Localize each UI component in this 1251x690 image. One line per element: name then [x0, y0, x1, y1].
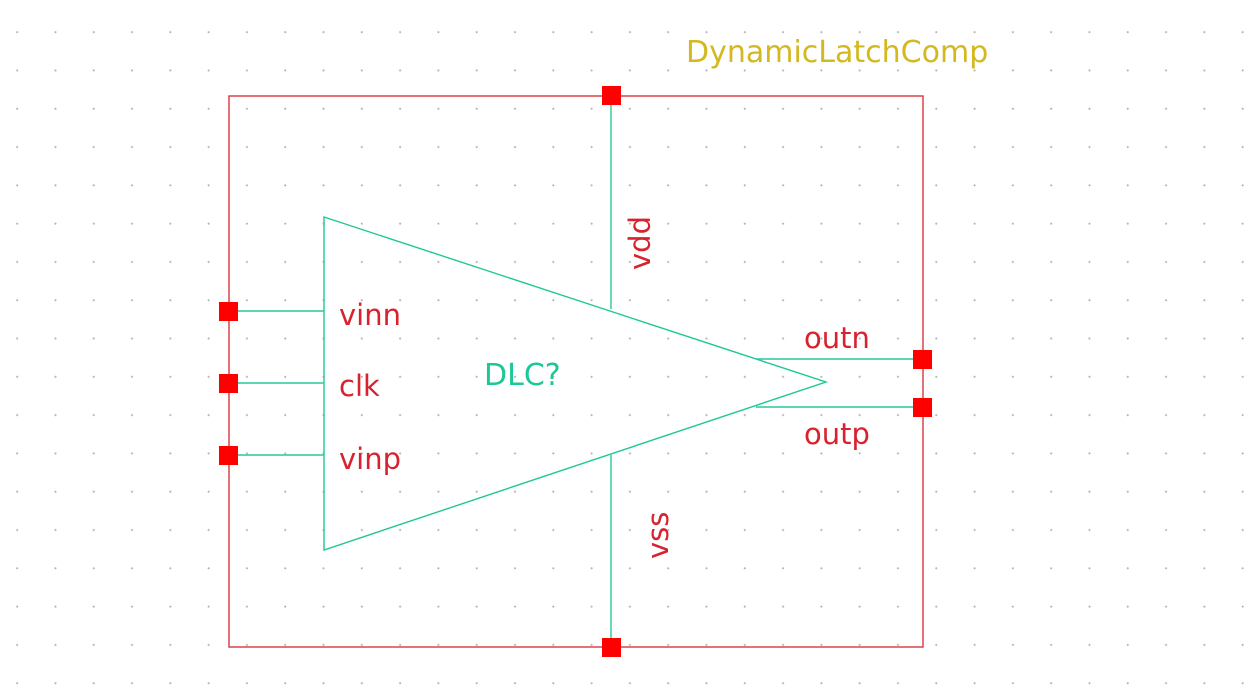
pin-marker-clk[interactable] — [219, 374, 238, 393]
pin-label-vdd: vdd — [623, 216, 657, 270]
pin-label-clk: clk — [339, 369, 380, 403]
pin-label-outn: outn — [804, 321, 870, 355]
comparator-triangle — [323, 216, 829, 551]
pin-marker-vss[interactable] — [602, 638, 621, 657]
pin-marker-vinp[interactable] — [219, 446, 238, 465]
cell-name-label: DynamicLatchComp — [686, 35, 988, 70]
cell-boundary — [228, 95, 924, 648]
pin-marker-outn[interactable] — [913, 350, 932, 369]
pin-label-outp: outp — [804, 417, 870, 451]
pin-label-vinp: vinp — [339, 442, 401, 476]
pin-label-vss: vss — [641, 512, 675, 559]
pin-marker-vinn[interactable] — [219, 302, 238, 321]
pin-label-vinn: vinn — [339, 298, 401, 332]
pin-marker-outp[interactable] — [913, 398, 932, 417]
instance-label: DLC? — [484, 358, 561, 393]
pin-marker-vdd[interactable] — [602, 86, 621, 105]
